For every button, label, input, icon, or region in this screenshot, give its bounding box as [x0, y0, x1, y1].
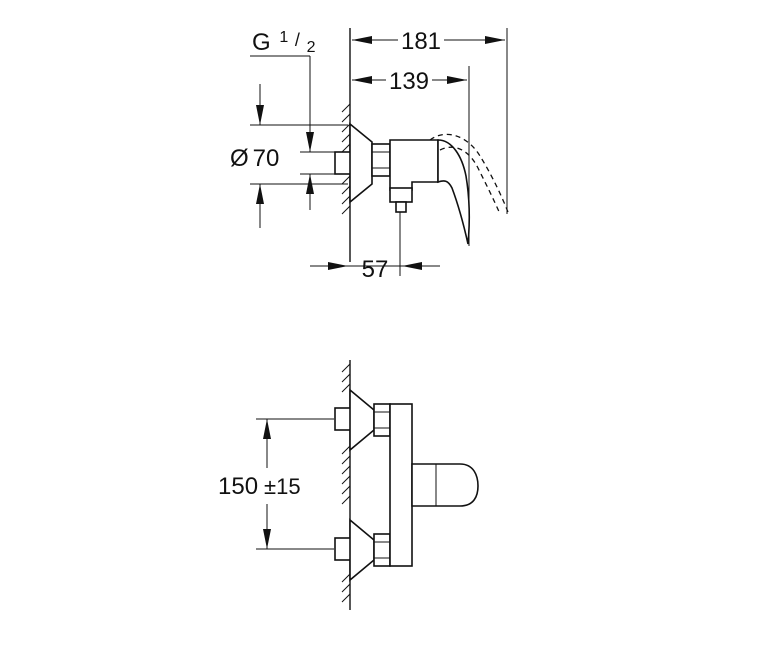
- dim-spacing-150: 150±15: [218, 473, 301, 500]
- outlet-connector: [389, 187, 413, 203]
- thread-denominator: 2: [307, 39, 316, 56]
- upper-escutcheon: [349, 388, 375, 452]
- lever-handle: [437, 139, 471, 245]
- outlet-tip: [395, 201, 407, 213]
- pipe-stub: [334, 151, 352, 175]
- dim-57: 57: [362, 256, 389, 283]
- thread-numerator: 1: [279, 29, 288, 46]
- thread-g: G: [252, 29, 271, 56]
- thread-label: G 1 / 2: [252, 21, 316, 56]
- wall-hatching-top: [341, 103, 351, 215]
- lower-escutcheon: [349, 518, 375, 582]
- dim-139: 139: [389, 68, 429, 95]
- lower-pipe-stub: [334, 537, 352, 561]
- upper-pipe-stub: [334, 407, 352, 431]
- front-view: 150±15: [218, 360, 479, 610]
- spacing-tolerance: ±15: [264, 474, 301, 499]
- lever-alt-position: [429, 133, 509, 213]
- spacing-value: 150: [218, 473, 258, 500]
- mixer-body-front: [389, 403, 413, 567]
- mixer-body-top: [389, 139, 439, 191]
- upper-hex-nut: [373, 403, 391, 437]
- lower-hex-nut: [373, 533, 391, 567]
- dim-181: 181: [401, 28, 441, 55]
- hex-nut-top: [371, 143, 391, 177]
- escutcheon-top: [349, 122, 373, 204]
- diameter-value: 70: [253, 145, 280, 172]
- diameter-symbol: Ø: [230, 145, 249, 172]
- lever-front: [411, 463, 479, 507]
- wall-hatching-bottom: [341, 363, 351, 603]
- thread-slash: /: [295, 30, 300, 50]
